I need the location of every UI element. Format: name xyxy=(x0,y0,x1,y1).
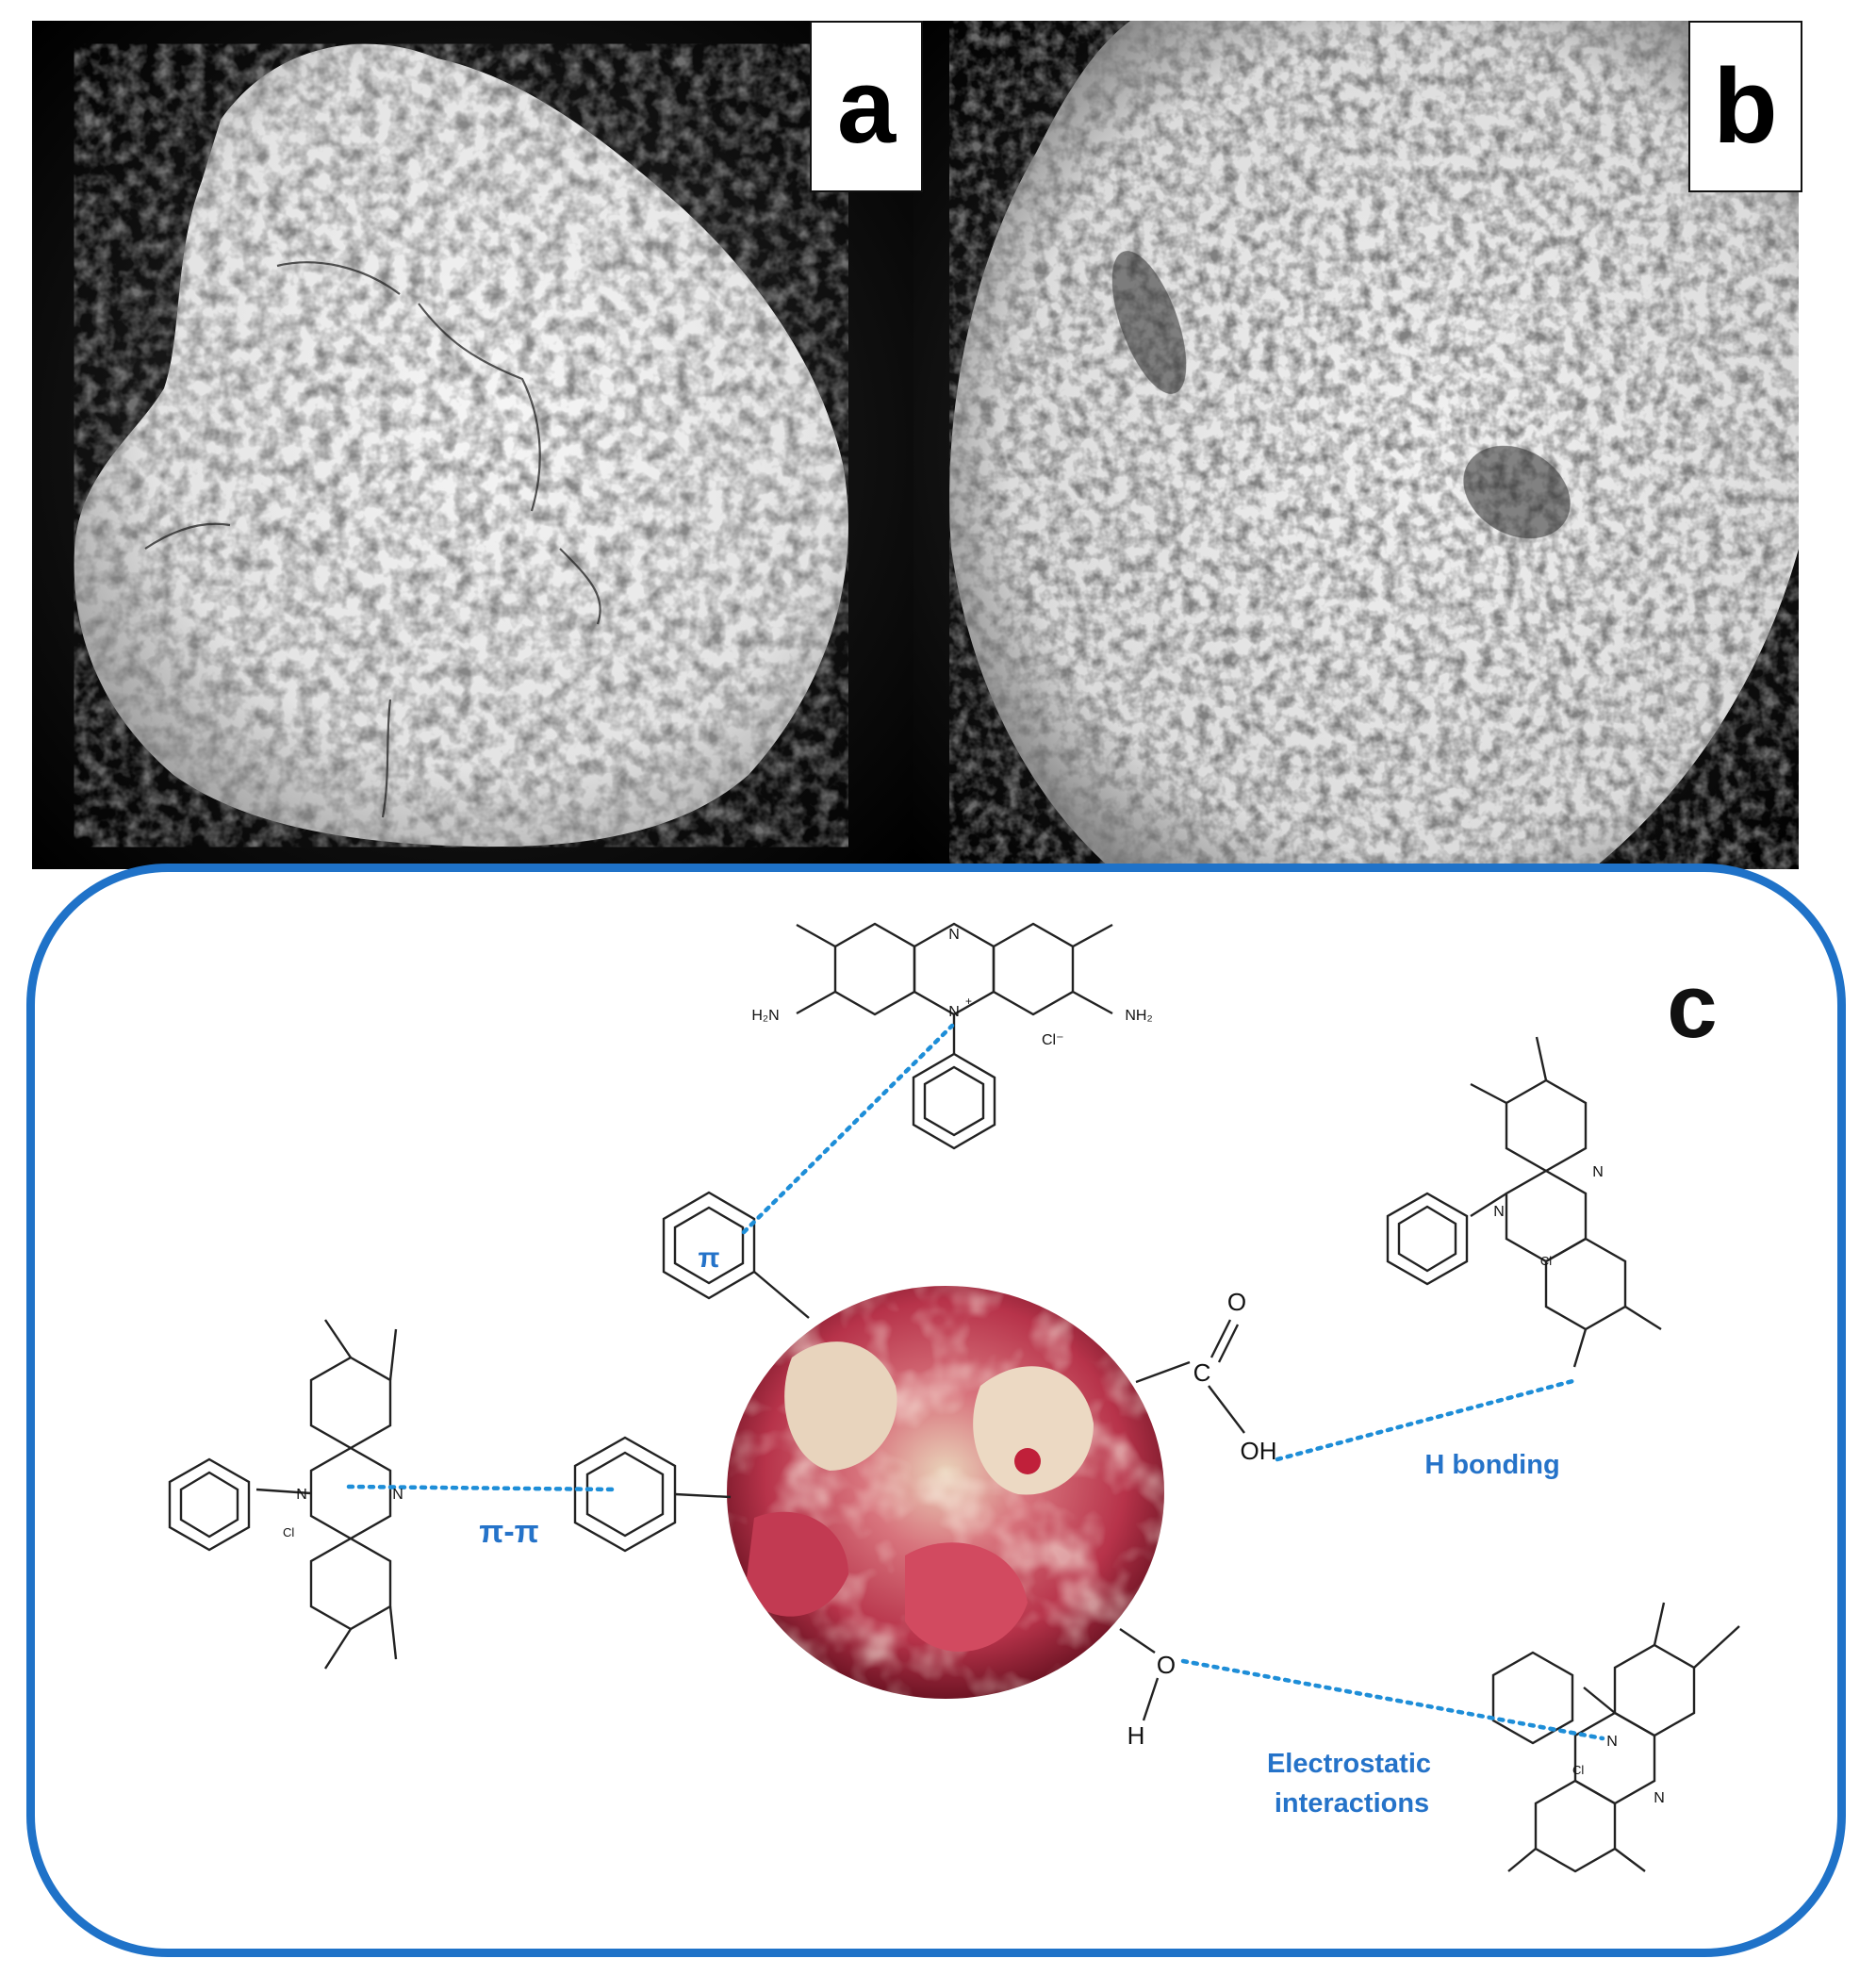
electrostatic-line xyxy=(1180,1658,1605,1741)
pomegranate-peel-image xyxy=(727,1286,1164,1699)
atom-cl-top: Cl⁻ xyxy=(1042,1032,1064,1048)
atom-n-left: N xyxy=(392,1487,403,1503)
interaction-lines xyxy=(346,1023,1605,1741)
atom-nplus-left: N xyxy=(296,1487,307,1503)
atom-o-hydroxyl: O xyxy=(1157,1651,1176,1679)
hbond-line xyxy=(1275,1377,1579,1462)
pi-label: π xyxy=(699,1243,720,1274)
atom-n-top: N xyxy=(948,927,960,943)
atom-nplus-top: N xyxy=(948,1004,960,1020)
pi-interaction-line xyxy=(741,1023,955,1235)
pipi-interaction-line xyxy=(346,1484,620,1492)
atom-h-hydroxyl: H xyxy=(1127,1721,1145,1750)
h-bonding-label: H bonding xyxy=(1424,1450,1559,1480)
pipi-label: π-π xyxy=(479,1514,538,1550)
atom-nplus-br: N xyxy=(1606,1734,1618,1750)
panel-label-a: a xyxy=(810,21,923,192)
panel-label-c: c xyxy=(1667,956,1717,1057)
sem-image-b xyxy=(913,21,1799,869)
atom-c-carboxyl: C xyxy=(1193,1358,1211,1387)
atom-n-right: N xyxy=(1592,1164,1604,1180)
atom-oh-carboxyl: OH xyxy=(1241,1437,1277,1465)
atom-cl-left: Cl xyxy=(283,1525,294,1539)
atom-labels: N N + H₂N NH₂ Cl⁻ N N Cl N N Cl N N Cl xyxy=(283,927,1665,1806)
sem-particle-a xyxy=(32,21,913,869)
phenyl-ring-pipi xyxy=(573,1436,677,1553)
atom-nplus-right: N xyxy=(1493,1204,1505,1220)
atom-n-br: N xyxy=(1654,1790,1665,1806)
electrostatic-label-line2: interactions xyxy=(1275,1788,1429,1819)
molecular-structures xyxy=(168,922,1740,1873)
atom-h2n-top: H₂N xyxy=(751,1008,779,1024)
sem-particle-b xyxy=(913,21,1799,869)
sem-image-a xyxy=(32,21,913,869)
atom-cl-right: Cl xyxy=(1540,1254,1552,1268)
panel-label-b: b xyxy=(1688,21,1802,192)
atom-nh2-top: NH₂ xyxy=(1125,1008,1152,1024)
electrostatic-label-line1: Electrostatic xyxy=(1267,1749,1431,1779)
phenyl-ring-pi xyxy=(662,1191,756,1300)
functional-group-labels: O C OH O H xyxy=(1127,1288,1277,1750)
atom-o-carboxyl: O xyxy=(1227,1288,1246,1316)
atom-plus-top: + xyxy=(965,995,972,1008)
atom-cl-br: Cl xyxy=(1572,1763,1584,1777)
